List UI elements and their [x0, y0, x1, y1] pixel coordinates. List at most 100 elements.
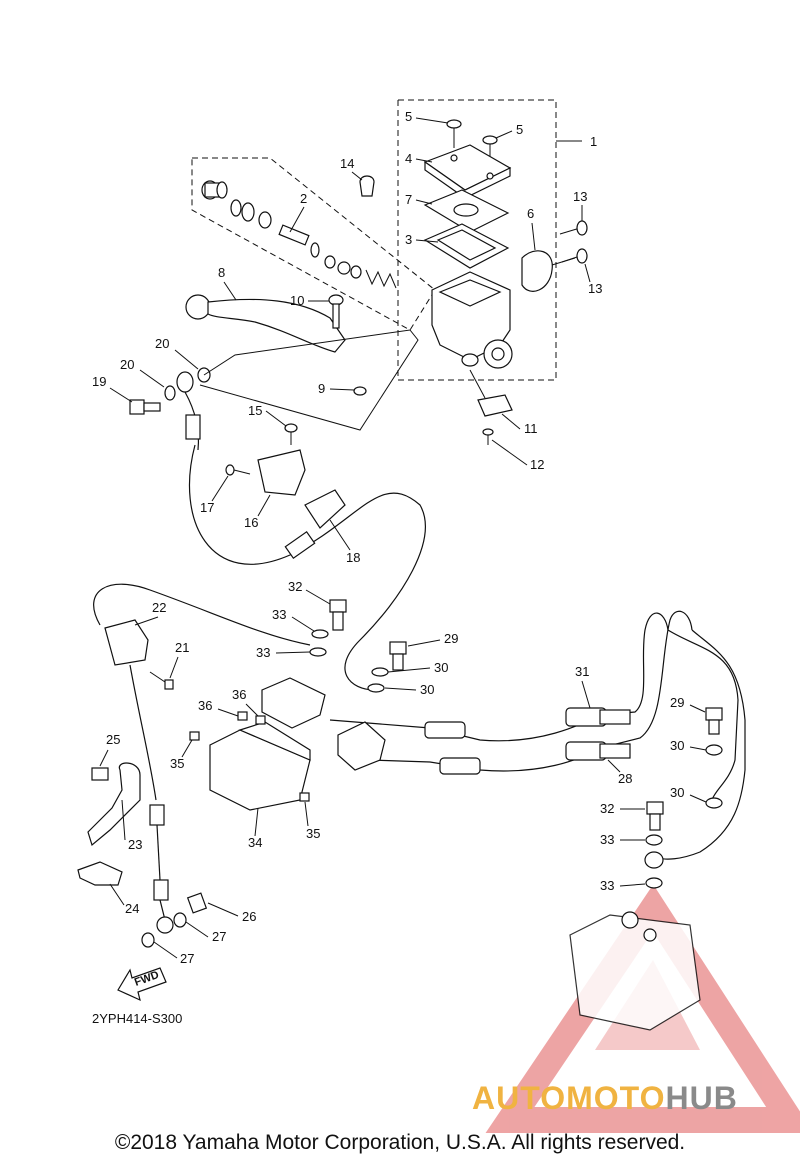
washer-33-a [311, 629, 329, 639]
diagram-code: 2YPH414-S300 [92, 1011, 183, 1026]
callout-16: 16 [244, 515, 258, 530]
diaphragm [423, 223, 510, 269]
callout-8: 8 [218, 265, 225, 280]
callout-30d: 30 [670, 785, 684, 800]
callout-32a: 32 [288, 579, 302, 594]
holder-bracket [521, 250, 576, 292]
reservoir-cap [423, 144, 512, 199]
washer-30-c [705, 744, 723, 756]
joint-31 [565, 707, 631, 727]
brake-hose-lower [149, 804, 174, 934]
callout-31: 31 [575, 664, 589, 679]
hose-joint-18 [284, 489, 346, 560]
callout-23: 23 [128, 837, 142, 852]
callout-32b: 32 [600, 801, 614, 816]
fwd-arrow: FWD [117, 967, 167, 1002]
callout-17: 17 [200, 500, 214, 515]
boot-cap [359, 175, 375, 197]
bolts-35 [189, 731, 310, 802]
callout-13a: 13 [573, 189, 587, 204]
joint-28 [565, 741, 631, 761]
bolt-26 [186, 892, 208, 914]
callout-35a: 35 [170, 756, 184, 771]
callout-28: 28 [618, 771, 632, 786]
callout-24: 24 [125, 901, 139, 916]
callout-1: 1 [590, 134, 597, 149]
callout-5a: 5 [405, 109, 412, 124]
callout-33a: 33 [272, 607, 286, 622]
callout-20b: 20 [155, 336, 169, 351]
washer-30-d [705, 797, 723, 809]
abs-unit-34 [209, 721, 311, 811]
watermark-part-b: HUB [665, 1080, 738, 1116]
callout-27b: 27 [180, 951, 194, 966]
callout-11: 11 [524, 421, 538, 436]
piston-kit-box [191, 157, 436, 331]
washer-30-b [367, 683, 385, 693]
callout-19: 19 [92, 374, 106, 389]
clamp-24 [77, 861, 123, 886]
callout-33b: 33 [256, 645, 270, 660]
bolt-15 [284, 423, 298, 445]
callout-34: 34 [248, 835, 262, 850]
hose-joint-22 [93, 583, 311, 801]
callout-22: 22 [152, 600, 166, 615]
bolt-13-bottom [561, 248, 588, 264]
bracket-blocks [261, 677, 386, 771]
callout-20a: 20 [120, 357, 134, 372]
callout-29b: 29 [670, 695, 684, 710]
callout-30a: 30 [434, 660, 448, 675]
callout-10: 10 [290, 293, 304, 308]
callout-33c: 33 [600, 832, 614, 847]
hose-connectors [424, 721, 481, 775]
nut-9 [353, 386, 367, 396]
callout-29a: 29 [444, 631, 458, 646]
callout-5b: 5 [516, 122, 523, 137]
watermark-part-a: AUTOMOTO [472, 1080, 666, 1116]
callout-6: 6 [527, 206, 534, 221]
callout-3: 3 [405, 232, 412, 247]
callout-2: 2 [300, 191, 307, 206]
callout-27a: 27 [212, 929, 226, 944]
brake-lever [185, 294, 346, 353]
master-cylinder-body [431, 271, 513, 369]
brake-switch [469, 369, 513, 417]
diaphragm-plate [423, 189, 510, 233]
washer-20-a [164, 385, 176, 401]
copyright-notice: ©2018 Yamaha Motor Corporation, U.S.A. A… [114, 1131, 686, 1154]
callout-numbers: 1 2 3 4 5 5 6 7 8 9 10 11 12 13 13 14 15… [92, 109, 707, 966]
bolt-21 [149, 671, 174, 690]
brake-hose-upper [176, 371, 426, 691]
piston-kit [201, 180, 397, 289]
banjo-bolt-32-upper [329, 599, 347, 631]
washer-33-b [309, 647, 327, 657]
hydraulic-unit [569, 911, 701, 1031]
callout-13b: 13 [588, 281, 602, 296]
callout-15: 15 [248, 403, 262, 418]
banjo-bolt-29-upper [389, 641, 407, 671]
master-cylinder-box [397, 99, 582, 381]
callout-35b: 35 [306, 826, 320, 841]
callout-12: 12 [530, 457, 544, 472]
hose-holder-16 [257, 449, 306, 496]
bolts-36 [237, 711, 266, 725]
washer-27-b [141, 932, 155, 948]
leader-lines-top [199, 329, 419, 431]
banjo-bolt-32-right [646, 801, 664, 831]
banjo-bolt-19 [129, 399, 161, 415]
bolt-13-top [559, 220, 588, 236]
washer-33-c [645, 834, 663, 846]
callout-7: 7 [405, 192, 412, 207]
callout-26: 26 [242, 909, 256, 924]
banjo-bolt-29-right [705, 707, 723, 735]
screw-12 [482, 428, 494, 445]
watermark-logo: AUTOMOTOHUB [472, 1080, 738, 1117]
bolt-17 [225, 464, 251, 476]
guide-23 [87, 762, 141, 847]
callout-36a: 36 [198, 698, 212, 713]
brake-pipes [329, 610, 746, 860]
banjo-fitting [644, 851, 664, 869]
callout-18: 18 [346, 550, 360, 565]
clip-25 [91, 767, 109, 781]
